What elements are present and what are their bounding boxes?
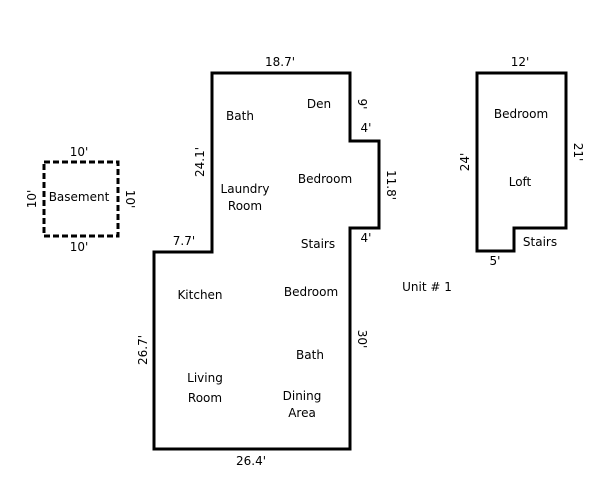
main-dim-step: 7.7' [173, 234, 195, 248]
main-dim-notch-height: 11.8' [384, 170, 398, 200]
basement-outline [42, 160, 120, 238]
loft-outline [475, 71, 568, 253]
room-den: Den [307, 97, 331, 111]
room-living-line2: Room [188, 391, 222, 405]
basement-dim-left: 10' [25, 190, 39, 209]
room-laundry-line1: Laundry [221, 182, 270, 196]
main-dim-left-upper: 24.1' [193, 147, 207, 177]
room-dining-line2: Area [288, 406, 316, 420]
basement-dim-right: 10' [123, 190, 137, 209]
unit-label: Unit # 1 [402, 280, 452, 294]
main-dim-notch-upper: 9' [355, 99, 369, 110]
room-bath-lower: Bath [296, 348, 324, 362]
room-bedroom-upper: Bedroom [298, 172, 352, 186]
room-loft-bedroom: Bedroom [494, 107, 548, 121]
main-unit-outline [152, 71, 381, 451]
main-dim-bottom: 26.4' [236, 454, 266, 468]
loft-unit: 12' 24' 21' 5' Bedroom Loft Stairs [458, 55, 585, 268]
room-laundry-line2: Room [228, 199, 262, 213]
main-dim-notch-depth: 4' [361, 121, 372, 135]
main-dim-top: 18.7' [265, 55, 295, 69]
room-kitchen: Kitchen [177, 288, 222, 302]
room-loft-stairs: Stairs [523, 235, 557, 249]
room-bedroom-lower: Bedroom [284, 285, 338, 299]
main-dim-notch-bottom: 4' [361, 231, 372, 245]
loft-dim-left: 24' [458, 153, 472, 172]
room-bath-upper: Bath [226, 109, 254, 123]
main-dim-left-lower: 26.7' [136, 335, 150, 365]
room-stairs: Stairs [301, 237, 335, 251]
room-loft: Loft [509, 175, 532, 189]
main-unit: 18.7' 24.1' 7.7' 26.7' 26.4' 30' 9' 4' 1… [136, 55, 398, 468]
basement-dim-bottom: 10' [70, 240, 89, 254]
loft-dim-top: 12' [511, 55, 530, 69]
loft-dim-right: 21' [571, 143, 585, 162]
main-dim-right-lower: 30' [355, 330, 369, 349]
room-living-line1: Living [187, 371, 223, 385]
loft-dim-bottom: 5' [490, 254, 501, 268]
basement-label: Basement [49, 190, 110, 204]
basement: Basement 10' 10' 10' 10' [25, 145, 137, 254]
basement-dim-top: 10' [70, 145, 89, 159]
room-dining-line1: Dining [283, 389, 322, 403]
